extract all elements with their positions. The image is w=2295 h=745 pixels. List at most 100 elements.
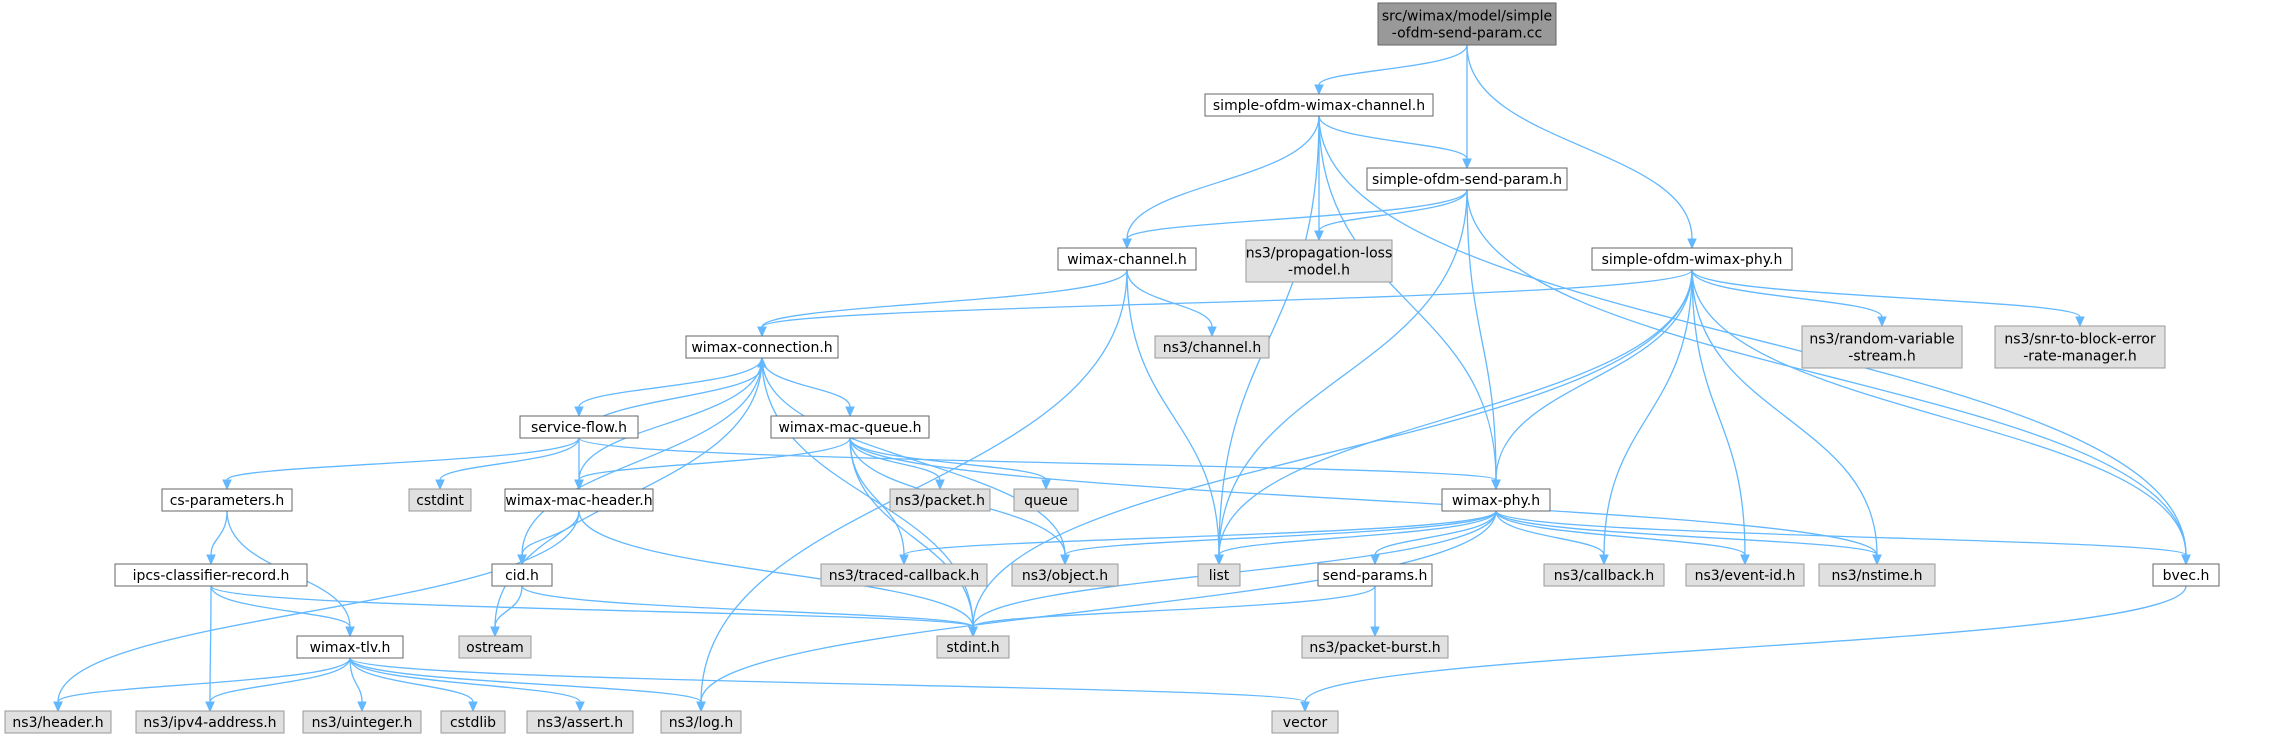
node-label: ns3/callback.h (1554, 568, 1654, 584)
node-label: wimax-channel.h (1067, 252, 1187, 268)
node-box (1994, 325, 2166, 369)
edge-send_param_h-to-bvec (1466, 189, 2191, 566)
node-box (1271, 710, 1339, 734)
node-box (1245, 239, 1393, 283)
arrowhead-icon (1207, 326, 1217, 338)
node-label: src/wimax/model/simple (1382, 9, 1552, 25)
arrowhead-icon (696, 701, 706, 713)
arrowhead-icon (1599, 554, 1609, 566)
node-label: ns3/packet-burst.h (1309, 640, 1440, 656)
node-root[interactable]: src/wimax/model/simple-ofdm-send-param.c… (1377, 2, 1557, 46)
edge-mac_queue-to-mac_header (574, 437, 851, 491)
edge-mac_queue-to-nstime (849, 437, 1882, 566)
node-assert: ns3/assert.h (526, 710, 634, 734)
node-send-param-h[interactable]: simple-ofdm-send-param.h (1366, 167, 1568, 191)
arrowhead-icon (490, 626, 500, 638)
arrowhead-icon (206, 554, 216, 566)
node-service-flow[interactable]: service-flow.h (519, 415, 639, 439)
arrowhead-icon (575, 701, 585, 713)
node-label: ns3/nstime.h (1832, 568, 1923, 584)
edge-mac_queue-to-queue (849, 437, 1051, 491)
node-label: simple-ofdm-wimax-channel.h (1213, 98, 1425, 114)
node-event-id: ns3/event-id.h (1685, 563, 1805, 587)
node-label: ns3/object.h (1022, 568, 1108, 584)
node-box (685, 335, 839, 359)
node-label: ns3/propagation-loss (1246, 246, 1393, 262)
node-mac-queue[interactable]: wimax-mac-queue.h (770, 415, 930, 439)
node-bvec[interactable]: bvec.h (2152, 563, 2220, 587)
edge-wimax_phy-to-traced_cb (899, 510, 1497, 566)
arrowhead-icon (757, 326, 767, 338)
node-ipcs[interactable]: ipcs-classifier-record.h (114, 563, 308, 587)
node-ofdm-phy[interactable]: simple-ofdm-wimax-phy.h (1591, 247, 1793, 271)
node-label: simple-ofdm-wimax-phy.h (1602, 252, 1783, 268)
node-box (1441, 488, 1551, 512)
arrowhead-icon (1872, 554, 1882, 566)
node-label: wimax-phy.h (1452, 493, 1540, 509)
edge-mac_header-to-cid (517, 510, 580, 566)
node-ofdm-channel[interactable]: simple-ofdm-wimax-channel.h (1204, 93, 1434, 117)
node-nstime: ns3/nstime.h (1818, 563, 1936, 587)
arrowhead-icon (574, 479, 584, 491)
node-box (504, 488, 654, 512)
node-send-params[interactable]: send-params.h (1317, 563, 1433, 587)
node-box (161, 488, 293, 512)
node-label: queue (1024, 493, 1068, 509)
node-label: ns3/random-variable (1809, 332, 1954, 348)
arrowhead-icon (1370, 626, 1380, 638)
node-wimax-channel[interactable]: wimax-channel.h (1057, 247, 1197, 271)
edge-wimax_phy-to-bvec (1495, 510, 2191, 566)
node-label: ns3/header.h (12, 715, 103, 731)
edge-ofdm_phy-to-bvec (1691, 269, 2191, 566)
edge-send_param_h-to-prop_loss (1314, 189, 1468, 242)
node-label: cstdint (416, 493, 464, 509)
node-uinteger: ns3/uinteger.h (302, 710, 422, 734)
node-ostream: ostream (458, 635, 532, 659)
node-box (1366, 167, 1568, 191)
edge-mac_header-to-header (53, 510, 580, 713)
node-cid[interactable]: cid.h (491, 563, 553, 587)
edge-root-to-ofdm_channel (1314, 44, 1468, 96)
node-stdint: stdint.h (936, 635, 1010, 659)
node-box (1801, 325, 1963, 369)
node-box (889, 488, 991, 512)
edge-wimax_tlv-to-log (349, 657, 706, 713)
edge-service_flow-to-wimax_phy (578, 437, 1501, 491)
arrowhead-icon (845, 406, 855, 418)
node-box (1197, 563, 1241, 587)
node-box (114, 563, 308, 587)
arrowhead-icon (345, 626, 355, 638)
node-box (2152, 563, 2220, 587)
arrowhead-icon (2075, 316, 2085, 328)
arrowhead-icon (2181, 554, 2191, 566)
node-box (458, 635, 532, 659)
node-cs-params[interactable]: cs-parameters.h (161, 488, 293, 512)
edge-cs_params-to-ipcs (206, 510, 228, 566)
node-wimax-tlv[interactable]: wimax-tlv.h (296, 635, 404, 659)
node-label: vector (1283, 715, 1328, 731)
node-label: service-flow.h (531, 420, 627, 436)
node-object: ns3/object.h (1011, 563, 1119, 587)
node-box (1154, 335, 1270, 359)
arrowhead-icon (899, 554, 909, 566)
node-mac-header[interactable]: wimax-mac-header.h (504, 488, 654, 512)
edge-ofdm_channel-to-wimax_channel (1122, 115, 1320, 250)
edge-wimax_tlv-to-header (53, 657, 351, 713)
arrowhead-icon (1314, 230, 1324, 242)
node-list: list (1197, 563, 1241, 587)
node-wimax-conn[interactable]: wimax-connection.h (685, 335, 839, 359)
arrowhead-icon (1462, 158, 1472, 170)
arrowhead-icon (357, 701, 367, 713)
node-box (1204, 93, 1434, 117)
node-packet-burst: ns3/packet-burst.h (1301, 635, 1449, 659)
arrowhead-icon (1491, 479, 1501, 491)
edge-wimax_conn-to-mac_queue (761, 357, 855, 418)
node-label: cstdlib (450, 715, 496, 731)
edge-wimax_tlv-to-ipv4 (205, 657, 351, 713)
edge-wimax_phy-to-nstime (1495, 510, 1882, 566)
arrowhead-icon (1041, 479, 1051, 491)
edge-ipcs-to-ipv4 (205, 585, 215, 713)
edge-ofdm_phy-to-event_id (1691, 269, 1750, 566)
node-wimax-phy[interactable]: wimax-phy.h (1441, 488, 1551, 512)
node-box (491, 563, 553, 587)
